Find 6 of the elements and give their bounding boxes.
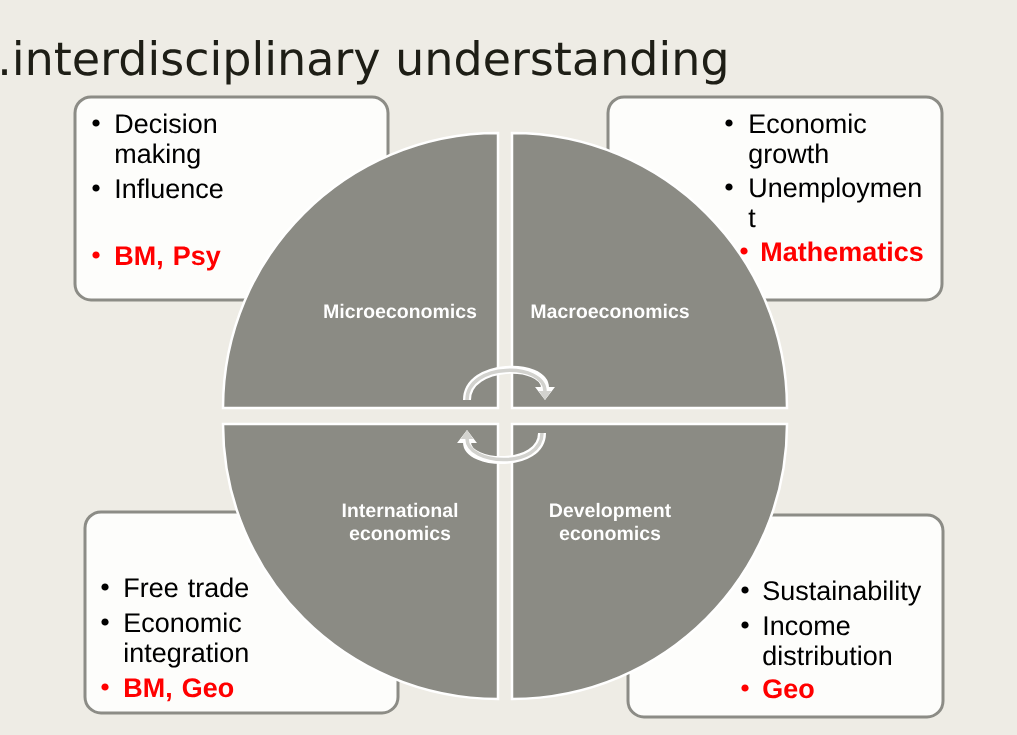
curved-arrow bbox=[463, 365, 555, 401]
list-item: Decision making bbox=[116, 113, 216, 169]
list-item: Influence bbox=[116, 178, 223, 199]
list-item: BM, Psy bbox=[116, 246, 221, 271]
curved-arrow bbox=[457, 430, 546, 464]
title: .interdisciplinary understanding bbox=[2, 40, 726, 85]
